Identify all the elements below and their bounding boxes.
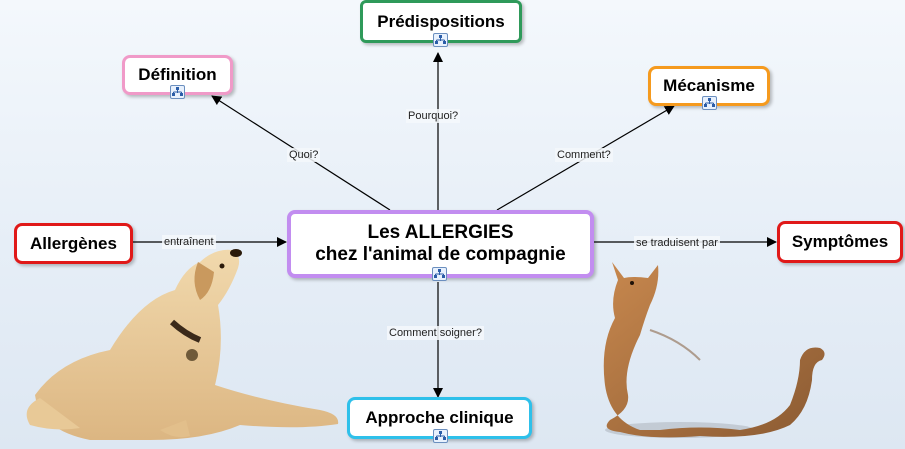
node-approche-clinique-label: Approche clinique	[365, 408, 513, 428]
submap-icon[interactable]	[702, 96, 717, 110]
node-predispositions-label: Prédispositions	[377, 12, 505, 32]
submap-icon[interactable]	[432, 267, 447, 281]
node-symptomes-label: Symptômes	[792, 232, 888, 252]
link-label-quoi: Quoi?	[287, 148, 320, 162]
cat-illustration	[604, 262, 825, 438]
link-label-comment: Comment?	[555, 148, 613, 162]
submap-icon[interactable]	[433, 33, 448, 47]
node-mecanisme-label: Mécanisme	[663, 76, 755, 96]
dog-illustration	[27, 249, 339, 440]
link-label-pourquoi: Pourquoi?	[406, 109, 460, 123]
central-topic-line2: chez l'animal de compagnie	[315, 244, 566, 266]
node-allergenes[interactable]: Allergènes	[14, 223, 133, 264]
node-symptomes[interactable]: Symptômes	[777, 221, 903, 263]
link-label-comment-soigner: Comment soigner?	[387, 326, 484, 340]
link-label-se-traduisent: se traduisent par	[634, 236, 720, 250]
node-allergenes-label: Allergènes	[30, 234, 117, 254]
submap-icon[interactable]	[433, 429, 448, 443]
submap-icon[interactable]	[170, 85, 185, 99]
central-topic-line1: Les ALLERGIES	[367, 222, 513, 244]
node-definition-label: Définition	[138, 65, 216, 85]
link-label-entrainent: entraînent	[162, 235, 216, 249]
